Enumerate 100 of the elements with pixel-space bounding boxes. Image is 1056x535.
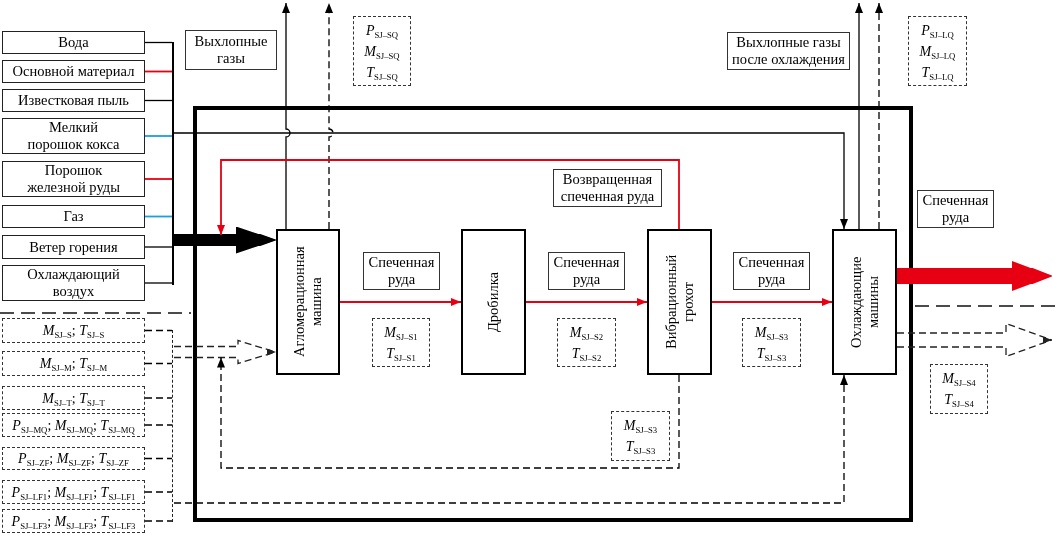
flow-label: Выхлопные газы <box>193 33 269 67</box>
connector-line <box>144 70 173 73</box>
connector-line <box>144 99 173 102</box>
variable-box <box>372 318 430 367</box>
variable-box <box>2 318 145 343</box>
input-box <box>2 235 145 259</box>
input-box <box>2 118 145 154</box>
arrow <box>875 2 883 230</box>
connector-line <box>144 457 173 460</box>
variable-label: P$_{SJ–LQ}$ <box>921 21 954 41</box>
connector-line <box>144 135 173 137</box>
variable-label: M$_{SJ–S}$; T$_{SJ–S}$ <box>42 322 105 341</box>
machine-box <box>832 229 897 375</box>
input-box <box>2 31 145 54</box>
label-box <box>185 30 277 70</box>
variable-label: P$_{SJ–LF1}$; M$_{SJ–LF1}$; T$_{SJ–LF1}$ <box>11 483 136 503</box>
connector-line <box>144 282 173 284</box>
flow-label: Спеченная руда <box>737 254 806 288</box>
input-label: Порошок железной руды <box>26 162 121 196</box>
variable-label: M$_{SJ–S3}$ <box>754 323 789 343</box>
arrow <box>217 356 680 469</box>
variable-label: P$_{SJ–LF3}$; M$_{SJ–LF3}$; T$_{SJ–LF3}$ <box>11 512 136 532</box>
variable-label: T$_{SJ–SQ}$ <box>366 63 398 83</box>
variable-box <box>2 509 145 533</box>
machine-label: Охлаждающие машины <box>847 255 882 350</box>
variable-box <box>742 318 801 367</box>
variable-box <box>2 351 145 376</box>
machine-label: Агломерационная машина <box>291 245 325 360</box>
input-label: Газ <box>63 208 84 225</box>
variable-label: P$_{SJ–ZF}$; M$_{SJ–ZF}$; T$_{SJ–ZF}$ <box>18 450 129 469</box>
variable-box <box>2 480 145 504</box>
variable-label: M$_{SJ–S2}$ <box>569 323 604 343</box>
variable-box <box>2 447 145 470</box>
variable-label: P$_{SJ–MQ}$; M$_{SJ–MQ}$; T$_{SJ–MQ}$ <box>12 416 135 436</box>
arrow <box>711 298 833 306</box>
variable-label: T$_{SJ–S3}$ <box>625 438 656 457</box>
variable-box <box>2 386 145 410</box>
label-box <box>553 169 662 207</box>
variable-label: T$_{SJ–LQ}$ <box>921 63 954 83</box>
connector-line <box>144 520 173 522</box>
arrow <box>325 2 334 230</box>
connector-line <box>144 362 173 365</box>
variable-label: T$_{SJ–S2}$ <box>571 344 602 364</box>
connector-line <box>144 178 173 180</box>
hollow-arrow <box>896 322 1053 358</box>
flow-label: Спеченная руда <box>367 254 436 288</box>
connector-line <box>144 41 173 44</box>
variable-label: M$_{SJ–T}$; T$_{SJ–T}$ <box>42 389 105 409</box>
arrow <box>173 132 848 230</box>
connector-line <box>144 246 173 248</box>
variable-box <box>2 413 145 437</box>
machine-label: Дробилка <box>485 272 502 332</box>
input-label: Вода <box>58 34 89 51</box>
input-label: Основной материал <box>12 63 135 80</box>
machine-box <box>276 229 340 375</box>
variable-label: M$_{SJ–S4}$ <box>942 370 976 389</box>
variable-box <box>908 16 967 86</box>
block-arrow <box>174 226 276 254</box>
variable-label: M$_{SJ–S3}$ <box>623 417 658 436</box>
machine-box <box>647 229 712 375</box>
variable-label: T$_{SJ–S4}$ <box>944 391 974 410</box>
arrow <box>855 2 863 230</box>
variable-label: M$_{SJ–S1}$ <box>384 323 418 343</box>
variable-label: P$_{SJ–SQ}$ <box>365 21 399 41</box>
variable-label: T$_{SJ–S3}$ <box>756 344 787 364</box>
block-arrow <box>897 261 1052 291</box>
arrow <box>525 298 648 306</box>
input-box <box>2 205 145 228</box>
variable-box <box>930 364 988 414</box>
variable-box <box>557 318 616 367</box>
input-label: Мелкий порошок кокса <box>26 119 121 153</box>
variable-label: M$_{SJ–SQ}$ <box>364 42 400 62</box>
arrow <box>173 374 848 504</box>
flow-label: Возвращенная спеченная руда <box>559 171 656 205</box>
input-label: Ветер горения <box>29 238 118 256</box>
variable-box <box>611 411 670 461</box>
input-label: Известковая пыль <box>18 92 129 109</box>
plant-boundary-frame <box>193 106 913 522</box>
input-box <box>2 89 145 112</box>
arrow <box>339 298 462 306</box>
flow-label: Спеченная руда <box>921 192 990 226</box>
input-box <box>2 60 145 83</box>
input-box <box>2 265 145 301</box>
arrow <box>282 2 291 230</box>
input-label: Охлаждающий воздух <box>26 266 121 300</box>
connector-line <box>144 491 173 493</box>
variable-box <box>353 16 411 86</box>
variable-label: T$_{SJ–S1}$ <box>386 344 416 364</box>
connector-line <box>144 397 173 399</box>
variable-label: M$_{SJ–M}$; T$_{SJ–M}$ <box>39 355 108 374</box>
input-box <box>2 161 145 197</box>
flow-label: Выхлопные газы после охлаждения <box>731 34 846 68</box>
flow-label: Спеченная руда <box>552 254 621 288</box>
machine-box <box>461 229 526 375</box>
hollow-arrow <box>173 339 277 365</box>
connector-line <box>144 424 173 426</box>
connector-line <box>144 215 173 218</box>
machine-label: Вибрационный грохот <box>662 253 697 352</box>
arrow <box>217 159 680 236</box>
connector-line <box>144 329 173 332</box>
